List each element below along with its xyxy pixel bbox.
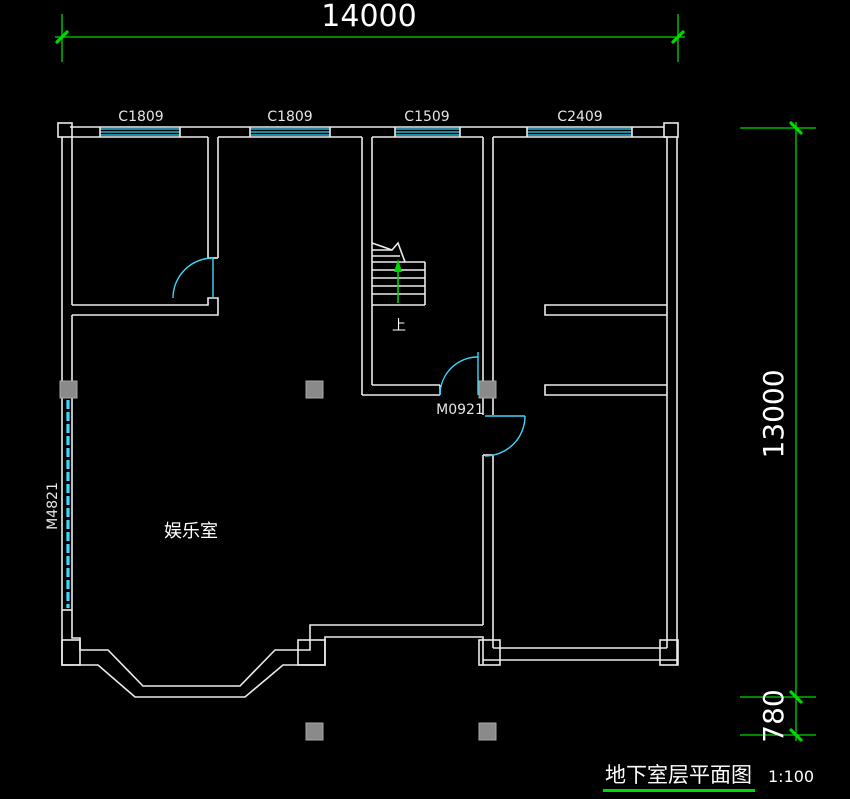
door-label-m0921: M0921 (436, 402, 484, 418)
exterior-walls (57, 122, 679, 698)
corner-pillar (663, 122, 679, 138)
title-underline (603, 789, 755, 792)
corner-pillar (478, 639, 501, 666)
window-label: C1809 (118, 109, 163, 125)
dimension-tick (55, 30, 69, 44)
wall-stub (544, 304, 667, 316)
structural-columns (59, 380, 497, 741)
stair-break-line (371, 241, 425, 263)
door-swing-arc (172, 257, 214, 299)
interior-walls (72, 137, 667, 648)
bay-window-inner-wall (71, 610, 483, 687)
wall-stub (544, 384, 667, 396)
corner-pillar (61, 639, 81, 666)
overall-width-label: 14000 (321, 0, 416, 34)
window-c1509 (394, 127, 461, 137)
door-room-1 (172, 257, 214, 299)
corner-pillar (659, 639, 679, 666)
drawing-title: 地下室层平面图 (605, 763, 752, 787)
dimension-tick (671, 30, 685, 44)
offset-dimension-label: 780 (757, 689, 790, 742)
drawing-scale: 1:100 (768, 767, 814, 786)
window-c1809-left (99, 127, 181, 137)
column (478, 722, 497, 741)
right-dimension (740, 121, 816, 742)
column (478, 380, 497, 399)
top-dimension (55, 14, 685, 62)
window-label: C1509 (404, 109, 449, 125)
corner-pillar (57, 122, 73, 138)
window-label: C2409 (557, 109, 602, 125)
door-label-m4821: M4821 (45, 482, 61, 530)
dimension-tick (789, 728, 803, 742)
column (305, 380, 324, 399)
door-swing-arc (439, 356, 479, 396)
stair-up-label: 上 (392, 318, 406, 334)
window-c2409 (526, 127, 633, 137)
window-label: C1809 (267, 109, 312, 125)
column (305, 722, 324, 741)
overall-depth-label: 13000 (757, 369, 790, 458)
door-swing-arc (484, 415, 526, 457)
window-c1809-middle (249, 127, 331, 137)
dimension-tick (789, 690, 803, 704)
dimension-tick (789, 121, 803, 135)
column (59, 380, 78, 399)
door-right-section (484, 415, 526, 457)
stair-direction-arrowhead (394, 259, 402, 272)
staircase (371, 241, 426, 306)
door-m0921 (439, 352, 479, 396)
corner-pillar (297, 639, 326, 666)
room-label-recreation: 娱乐室 (164, 521, 218, 542)
